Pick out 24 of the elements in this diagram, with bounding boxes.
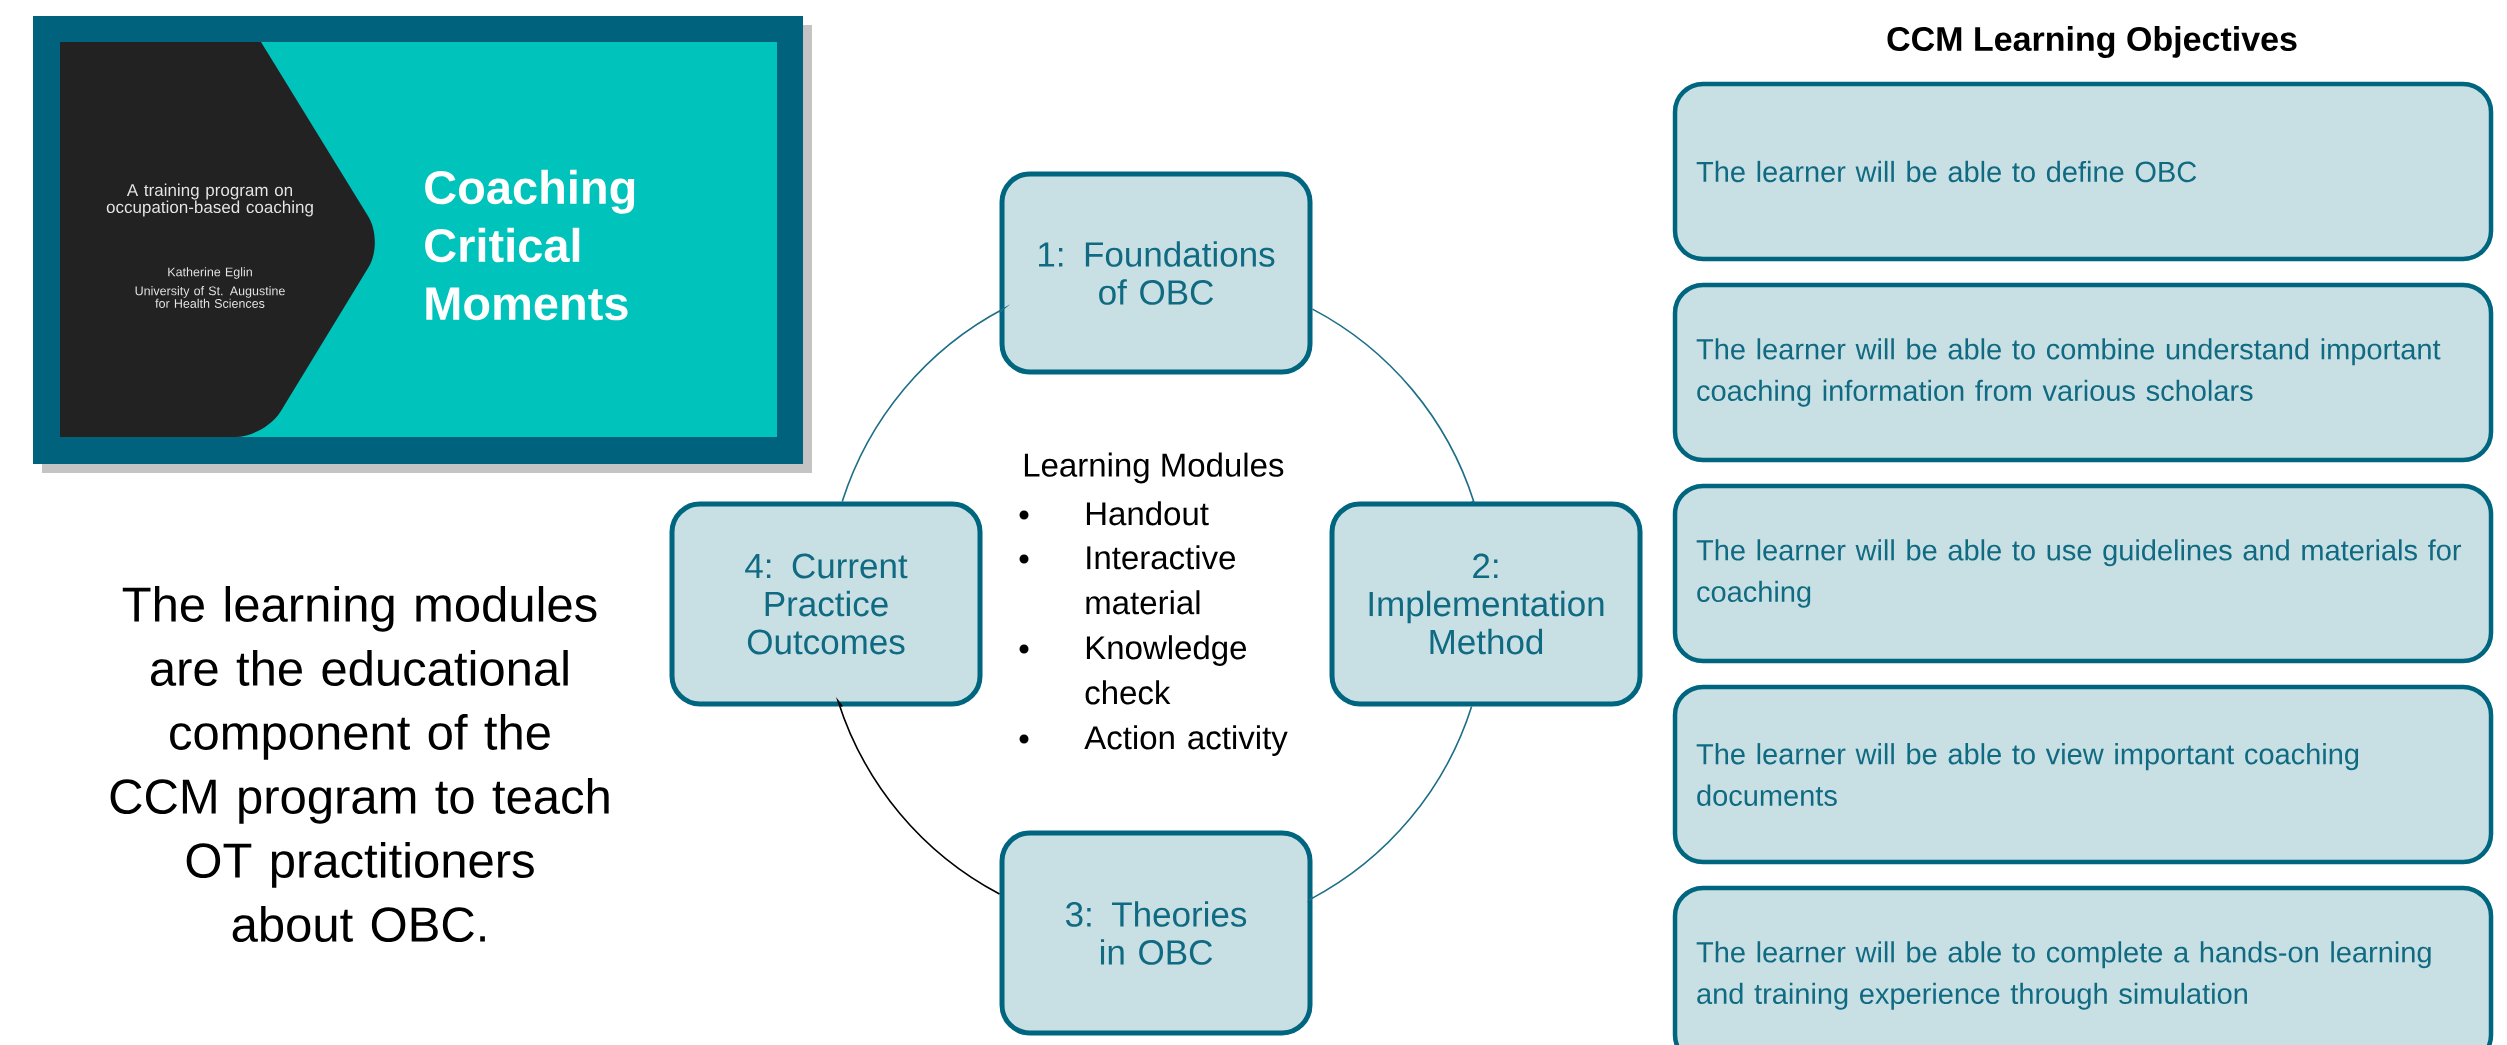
description-text: The learning modules are the educational component of the CCM program to teach OT practitioners about OBC. (110, 586, 609, 942)
bullet-item: Knowledge check (1019, 635, 1246, 705)
module-box: 2: Implementation Method (1329, 501, 1643, 707)
objective-box: The learner will be able to view important coaching documents (1672, 684, 2494, 865)
module-box: 3: Theories in OBC (999, 830, 1313, 1036)
module-box: 1: Foundations of OBC (999, 171, 1313, 375)
bullet-item: Handout (1019, 501, 1209, 526)
connector-arc (837, 700, 1001, 895)
connector-arc (1311, 308, 1475, 503)
connector-arc (1309, 705, 1473, 901)
bullet-item: Interactive material (1019, 545, 1235, 615)
objective-box: The learner will be able to complete a hands-on learning and training experience through simulation (1672, 885, 2494, 1045)
bullet-item: Action activity (1019, 725, 1288, 756)
column-heading: CCM Learning Objectives (1887, 26, 2297, 58)
list-heading: Learning Modules (1024, 452, 1284, 484)
slide-affiliation: University of St. Augustine for Health Sciences (135, 286, 285, 308)
slide-subtitle: A training program on occupation-based coaching (106, 183, 313, 217)
objective-box: The learner will be able to define OBC (1672, 81, 2494, 262)
module-box: 4: Current Practice Outcomes (669, 501, 983, 707)
objective-box: The learner will be able to combine understand important coaching information from various scholars (1672, 282, 2494, 463)
slide-author: Katherine Eglin (168, 267, 252, 279)
slide-thumbnail (33, 16, 812, 473)
objective-box: The learner will be able to use guidelines and materials for coaching (1672, 483, 2494, 664)
slide-title: Coaching Critical Moments (425, 169, 635, 321)
